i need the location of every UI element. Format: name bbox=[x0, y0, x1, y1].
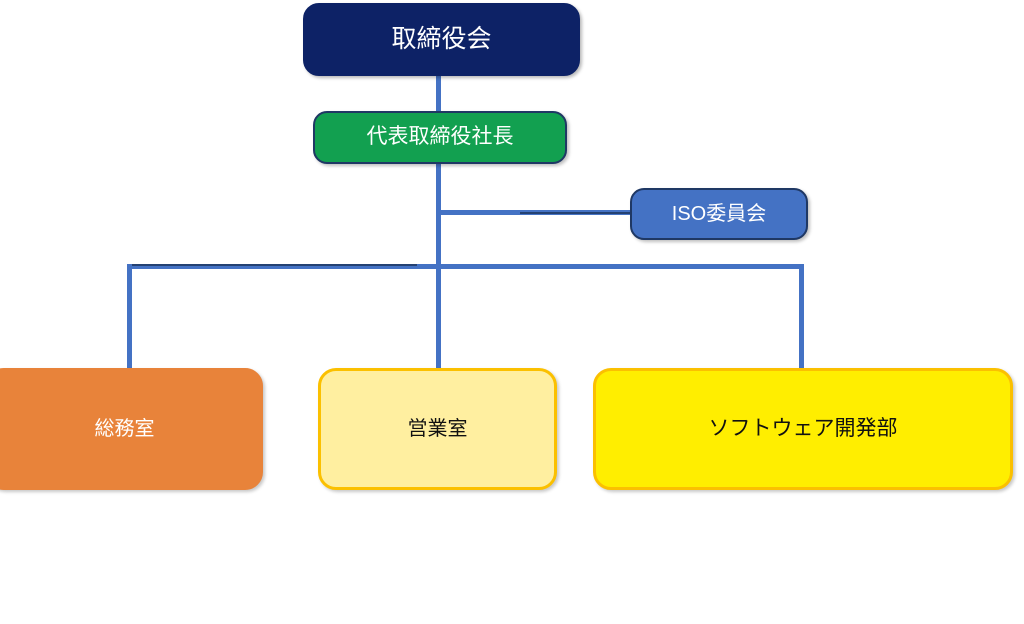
connector-distribution-bar-shade bbox=[127, 264, 417, 266]
node-sales-office[interactable]: 営業室 bbox=[318, 368, 557, 490]
node-general-affairs-office[interactable]: 総務室 bbox=[0, 368, 263, 490]
connector-distribution-bar bbox=[127, 264, 804, 269]
node-sales-office-label: 営業室 bbox=[407, 417, 468, 440]
connector-drop-sales bbox=[436, 264, 441, 370]
connector-trunk-vertical bbox=[436, 76, 441, 269]
node-board-of-directors[interactable]: 取締役会 bbox=[303, 3, 580, 76]
node-president-label: 代表取締役社長 bbox=[366, 125, 514, 149]
node-president[interactable]: 代表取締役社長 bbox=[313, 111, 567, 164]
node-general-affairs-office-label: 総務室 bbox=[94, 417, 155, 440]
node-iso-committee[interactable]: ISO委員会 bbox=[630, 188, 808, 240]
node-board-of-directors-label: 取締役会 bbox=[391, 24, 492, 53]
node-software-development-department-label: ソフトウェア開発部 bbox=[708, 416, 898, 440]
node-iso-committee-label: ISO委員会 bbox=[671, 202, 767, 225]
connector-drop-general-affairs bbox=[127, 264, 132, 370]
connector-drop-software bbox=[799, 264, 804, 370]
node-software-development-department[interactable]: ソフトウェア開発部 bbox=[593, 368, 1013, 490]
connector-iso-horizontal-shade bbox=[520, 212, 632, 214]
